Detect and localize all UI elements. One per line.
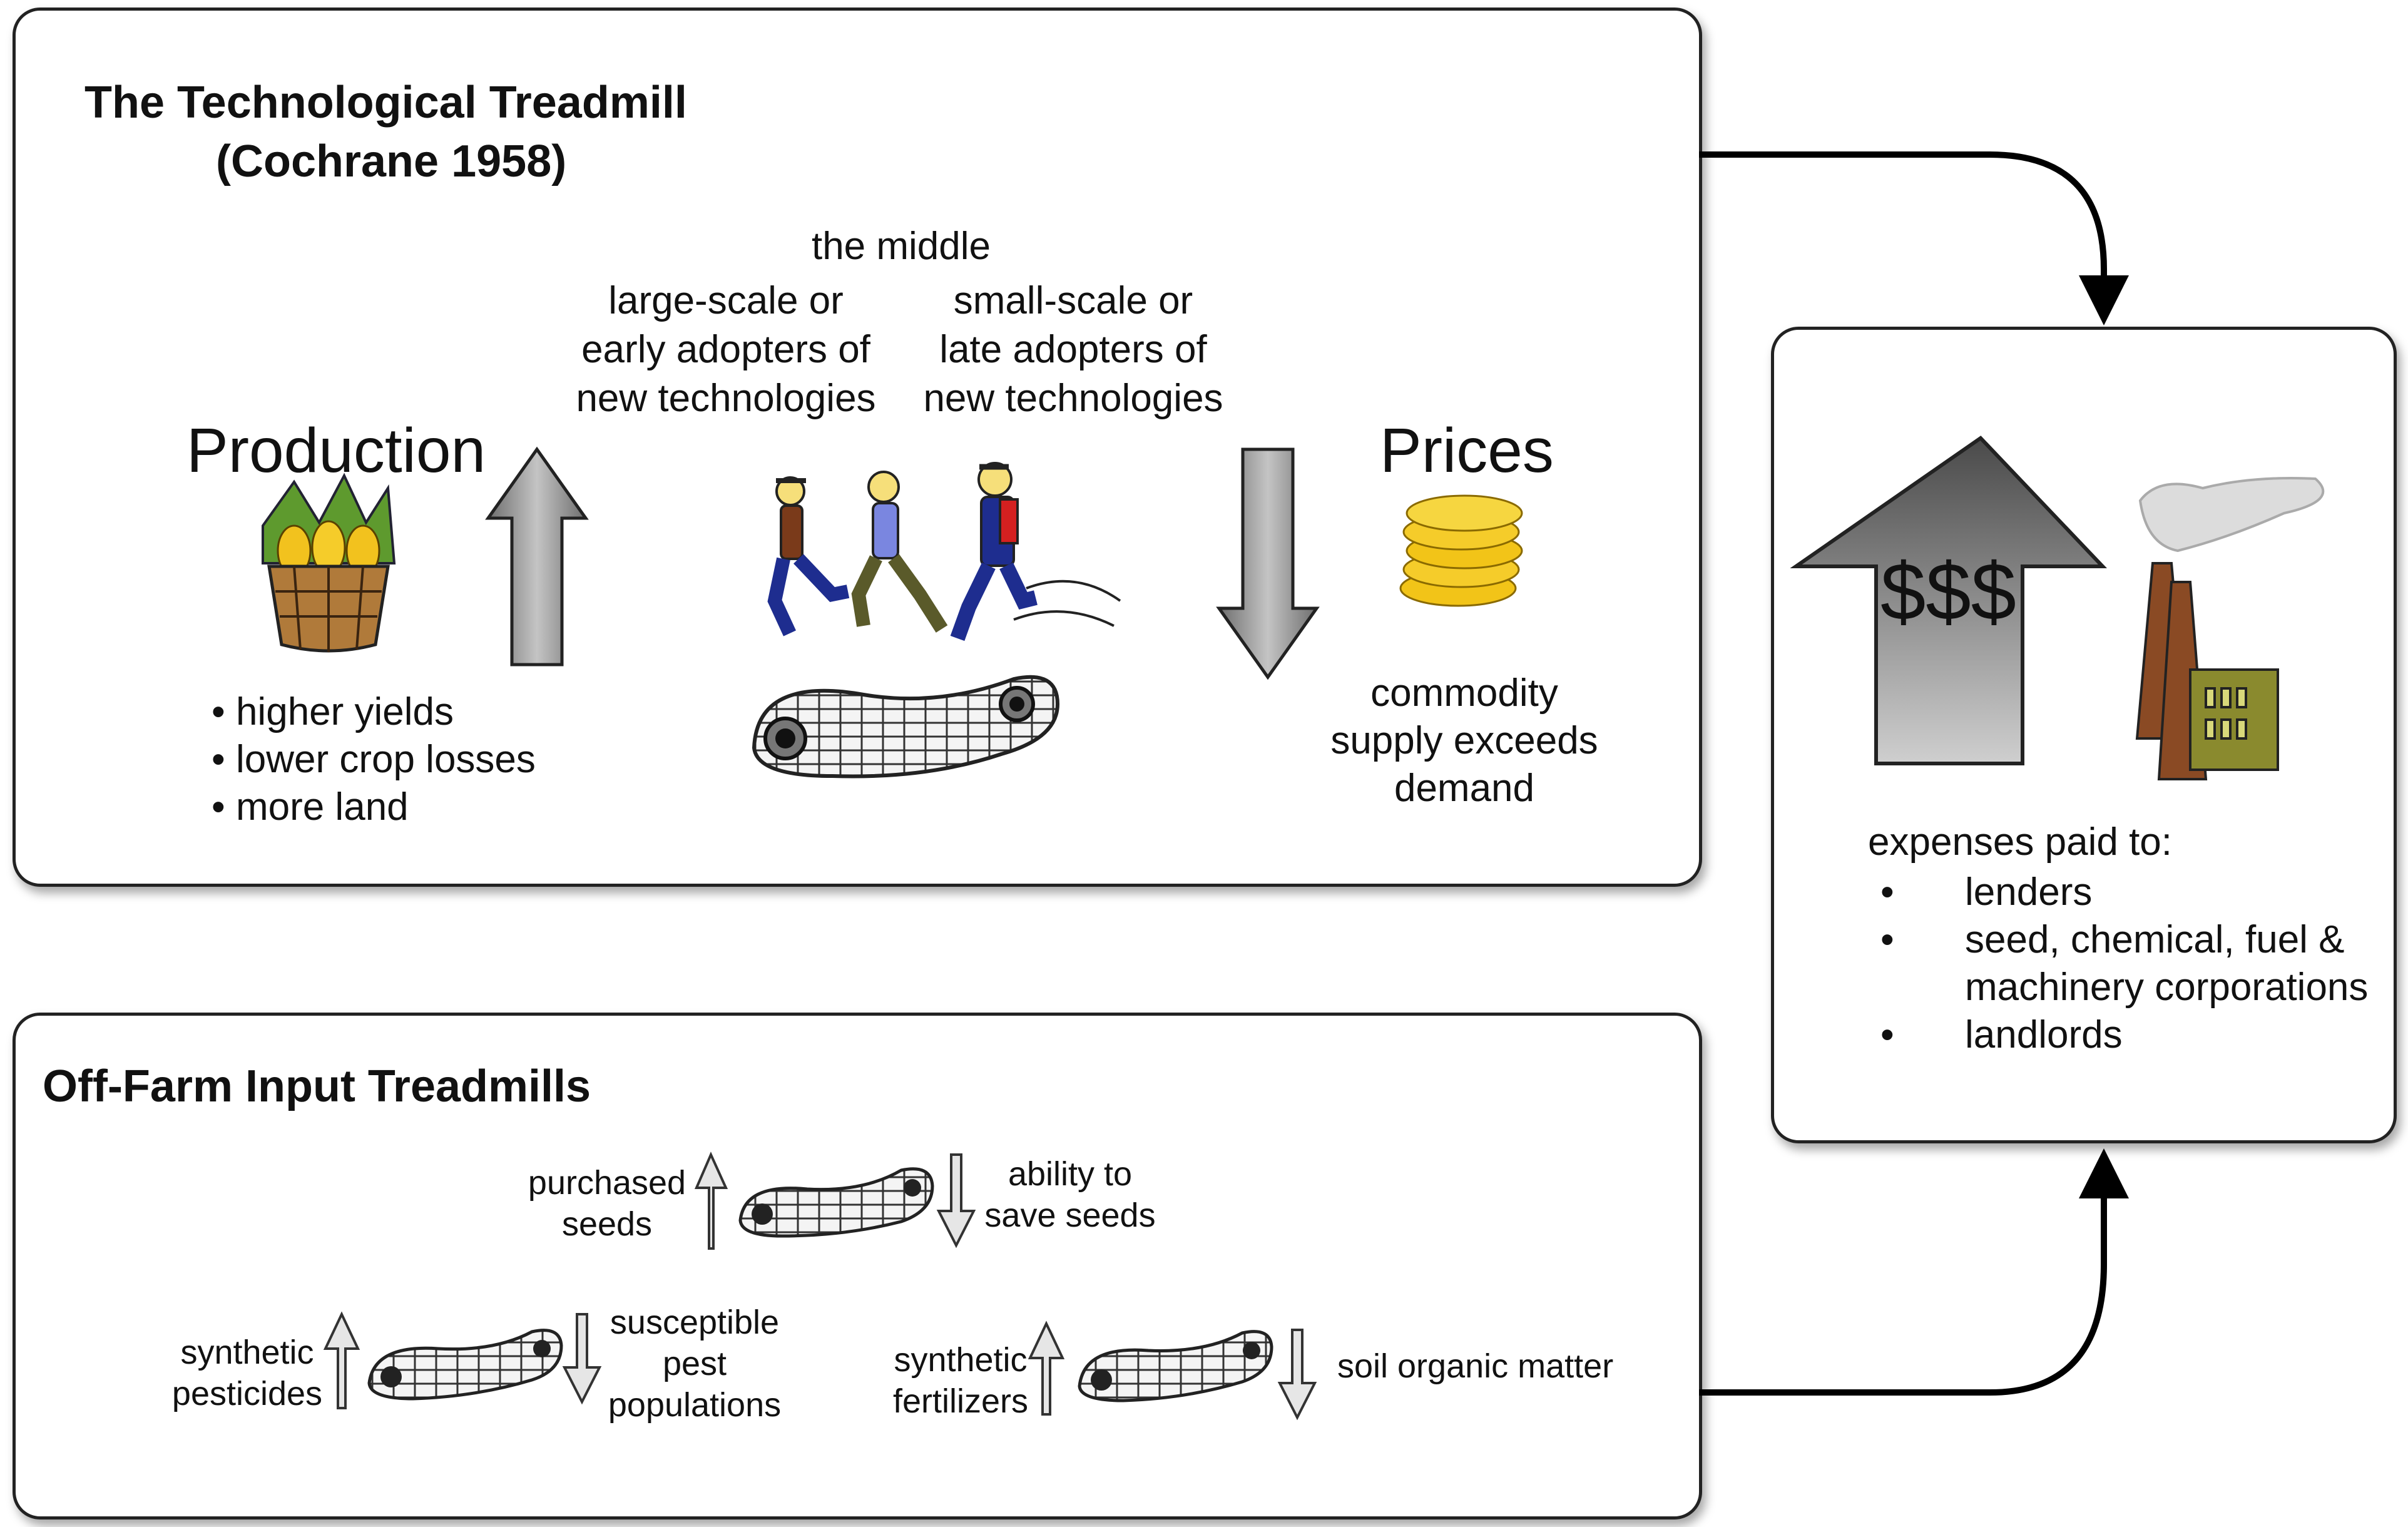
production-bullets: • higher yields • lower crop losses • mo… [212,688,536,831]
expenses-up-arrow [1790,436,2107,765]
expense-text: seed, chemical, fuel & [1965,918,2345,961]
down-arrow-icon [1277,1329,1317,1421]
label-line: fertilizers [892,1382,1029,1420]
bullet-text: more land [235,785,409,829]
bullet-text: higher yields [235,690,454,733]
production-label: Production [186,416,486,486]
label-line: pesticides [171,1375,323,1412]
pesticides-treadmill-group [323,1311,602,1409]
label-line: save seeds [984,1197,1156,1234]
prices-caption-line: supply exceeds [1330,719,1598,762]
panel-title: The Technological Treadmill [84,78,687,128]
treadmill-icon [752,675,1060,779]
late-adopters-line: new technologies [923,377,1223,420]
production-up-arrow [485,446,589,666]
label-line: synthetic [894,1341,1028,1379]
synthetic-pesticides-label: synthetic pesticides [160,1332,335,1414]
connector-arrow-bottom [1699,1195,2107,1396]
expense-text-block: seed, chemical, fuel & machinery corpora… [1965,916,2368,1011]
late-adopters-line: late adopters of [939,328,1207,371]
late-adopters-label: small-scale or late adopters of new tech… [885,277,1261,423]
prices-caption-line: demand [1394,767,1535,810]
save-seeds-label: ability to save seeds [970,1153,1170,1236]
bullet-item: • more land [212,784,536,831]
label-line: ability to [1008,1155,1133,1193]
expense-item: • seed, chemical, fuel & machinery corpo… [1880,916,2368,1011]
up-arrow-icon [694,1152,728,1250]
corn-basket-icon [262,472,396,653]
expense-text: machinery corporations [1965,966,2369,1009]
connector-arrow-top [1699,151,2107,294]
label-line: populations [608,1386,782,1424]
early-adopters-line: early adopters of [581,328,870,371]
expense-item: • landlords [1880,1011,2368,1059]
label-line: susceptible [610,1304,780,1341]
treadmill-icon [1078,1330,1273,1402]
bullet-text: lower crop losses [235,738,536,781]
label-line: pest [662,1345,727,1382]
label-line: seeds [561,1205,653,1243]
up-arrow-icon [323,1311,360,1409]
bullet-glyph: • [212,785,225,829]
purchased-seeds-label: purchased seeds [513,1162,701,1245]
running-farmers-icon [767,462,1121,641]
expense-text: lenders [1965,871,2093,914]
factory-icon [2135,477,2325,780]
prices-caption: commodity supply exceeds demand [1270,670,1658,812]
seeds-treadmill-group [694,1152,976,1250]
label-line: synthetic [180,1334,314,1371]
off-farm-treadmills-panel [13,1013,1702,1519]
bullet-glyph: • [1880,918,1894,961]
early-adopters-line: large-scale or [608,279,844,322]
dollar-label: $$$ [1880,546,2016,637]
expenses-heading: expenses paid to: [1868,820,2173,864]
treadmill-icon [367,1329,563,1401]
bullet-glyph: • [212,738,225,781]
label-line: purchased [528,1164,686,1202]
treadmill-icon [738,1167,934,1238]
early-adopters-label: large-scale or early adopters of new tec… [538,277,914,423]
bullet-item: • lower crop losses [212,736,536,784]
middle-label: the middle [811,225,991,268]
soil-organic-matter-label: soil organic matter [1337,1347,1614,1385]
bullet-glyph: • [212,690,225,733]
up-arrow-icon [1028,1320,1065,1416]
early-adopters-line: new technologies [576,377,876,420]
off-farm-title: Off-Farm Input Treadmills [43,1061,591,1111]
synthetic-fertilizers-label: synthetic fertilizers [879,1339,1042,1422]
gold-coins-icon [1399,494,1523,607]
connector-arrowhead-bottom [2079,1148,2129,1198]
prices-caption-line: commodity [1370,672,1558,715]
bullet-glyph: • [1880,1013,1894,1056]
prices-down-arrow [1216,447,1320,680]
panel-subtitle: (Cochrane 1958) [216,136,567,186]
late-adopters-line: small-scale or [953,279,1193,322]
expense-item: • lenders [1880,869,2368,916]
susceptible-pests-label: susceptible pest populations [601,1302,788,1426]
fertilizers-treadmill-group [1028,1320,1317,1421]
prices-label: Prices [1380,416,1554,486]
down-arrow-icon [562,1313,602,1405]
connector-arrowhead-top [2079,275,2129,325]
down-arrow-icon [936,1153,976,1249]
bullet-glyph: • [1880,871,1894,914]
expense-text: landlords [1965,1013,2123,1056]
bullet-item: • higher yields [212,688,536,736]
expenses-list: • lenders • seed, chemical, fuel & machi… [1880,869,2368,1059]
